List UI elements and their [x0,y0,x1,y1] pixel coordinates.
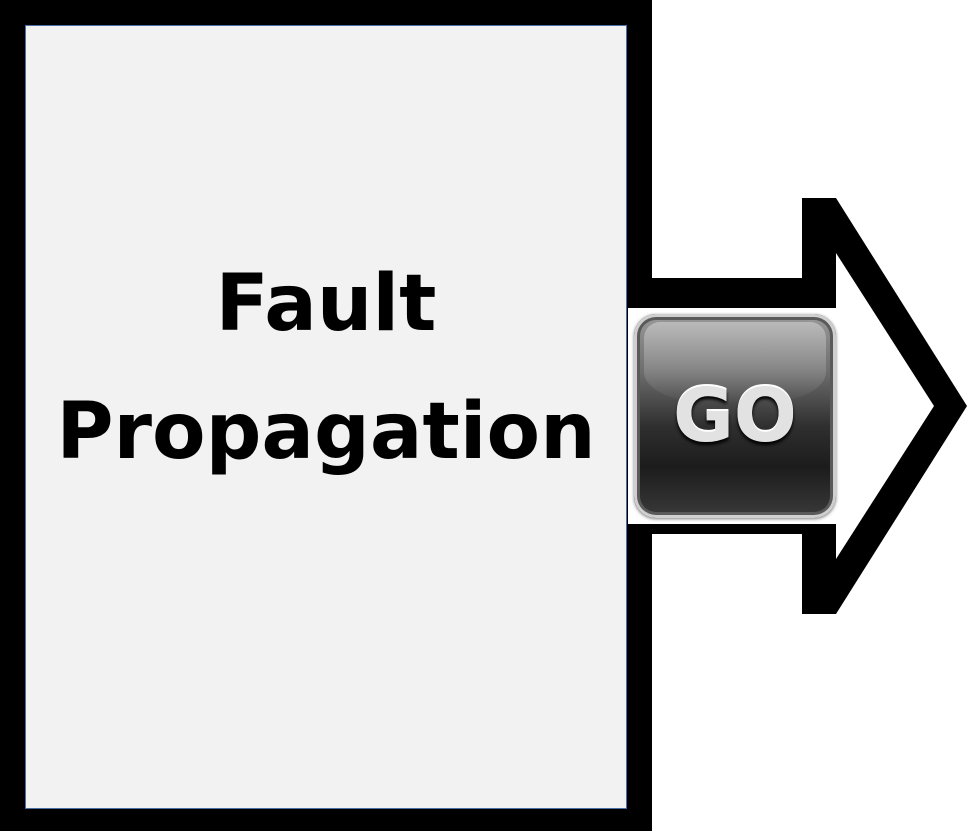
go-button-label: GO [673,373,797,459]
box-title: Fault Propagation [25,240,627,496]
box-title-line-2: Propagation [56,387,596,477]
fault-propagation-box-fill [25,25,627,809]
box-title-line-1: Fault [215,259,437,349]
go-button[interactable]: GO [634,314,836,518]
